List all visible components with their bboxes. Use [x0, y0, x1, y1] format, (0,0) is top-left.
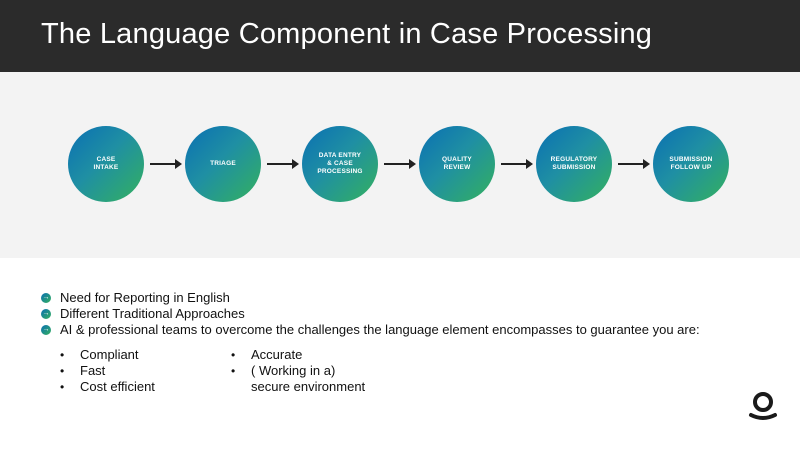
arrow-circle-icon: →	[41, 309, 51, 319]
step-label: REGULATORY SUBMISSION	[550, 156, 598, 171]
list-item: secure environment	[251, 379, 366, 394]
arrow-right-icon	[384, 159, 416, 169]
step-data-entry: DATA ENTRY & CASE PROCESSING	[302, 126, 378, 202]
title-bar: The Language Component in Case Processin…	[0, 0, 800, 72]
step-label: CASE INTAKE	[93, 156, 119, 171]
sub-bullet-list-right: Accurate ( Working in a) secure environm…	[231, 347, 365, 395]
step-submission-follow-up: SUBMISSION FOLLOW UP	[653, 126, 729, 202]
list-item: →Different Traditional Approaches	[41, 306, 245, 321]
list-item: →Need for Reporting in English	[41, 290, 230, 305]
step-regulatory-submission: REGULATORY SUBMISSION	[536, 126, 612, 202]
list-item: Accurate	[231, 347, 365, 363]
list-item: →AI & professional teams to overcome the…	[41, 322, 700, 337]
arrow-circle-icon: →	[41, 325, 51, 335]
bullet-list: →Need for Reporting in English →Differen…	[41, 290, 700, 338]
brand-logo-icon	[749, 392, 777, 420]
page-title: The Language Component in Case Processin…	[41, 18, 653, 50]
step-label: SUBMISSION FOLLOW UP	[669, 156, 713, 171]
step-case-intake: CASE INTAKE	[68, 126, 144, 202]
arrow-right-icon	[150, 159, 182, 169]
list-item: Fast	[60, 363, 155, 379]
step-label: DATA ENTRY & CASE PROCESSING	[317, 152, 363, 175]
arrow-right-icon	[501, 159, 533, 169]
arrow-right-icon	[618, 159, 650, 169]
list-item: Cost efficient	[60, 379, 155, 395]
step-label: TRIAGE	[210, 160, 236, 167]
step-triage: TRIAGE	[185, 126, 261, 202]
arrow-circle-icon: →	[41, 293, 51, 303]
step-quality-review: QUALITY REVIEW	[419, 126, 495, 202]
step-label: QUALITY REVIEW	[442, 156, 472, 171]
sub-bullet-list-left: Compliant Fast Cost efficient	[60, 347, 155, 395]
list-item: Compliant	[60, 347, 155, 363]
arrow-right-icon	[267, 159, 299, 169]
list-item: ( Working in a)	[231, 363, 365, 379]
